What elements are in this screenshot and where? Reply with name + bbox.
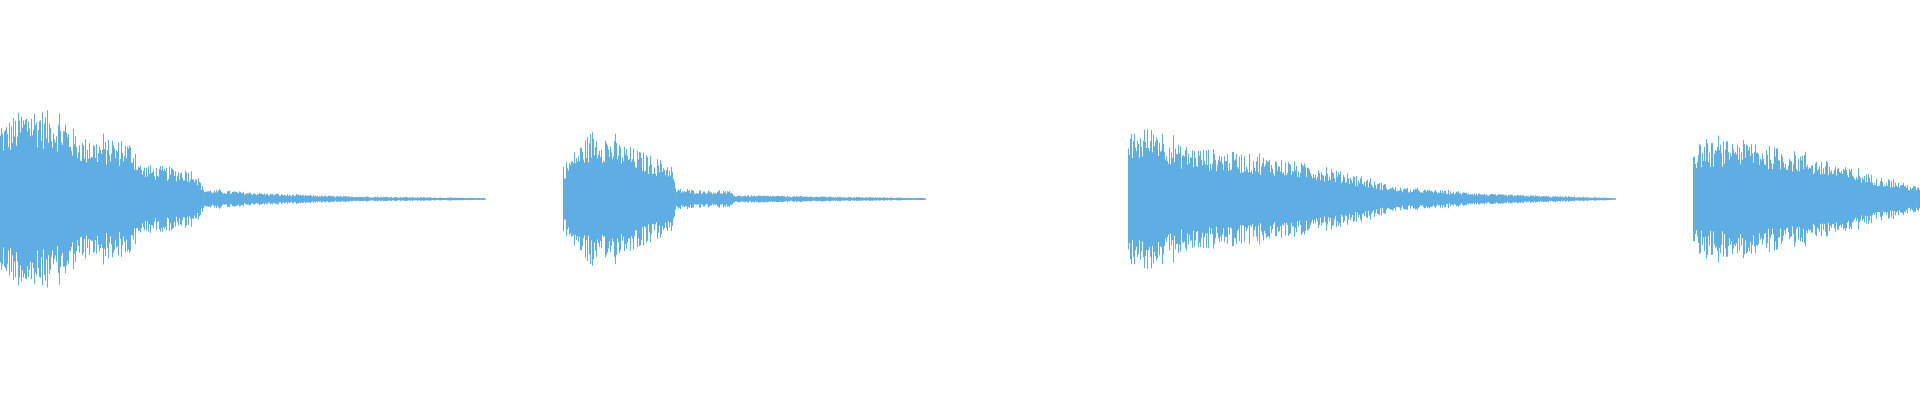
waveform-clip-2: [563, 132, 926, 266]
waveform-clips-layer: [0, 110, 1920, 288]
waveform-clip-1: [0, 110, 486, 288]
waveform-clip-4: [1693, 135, 1920, 263]
waveform-clip-3: [1128, 129, 1616, 269]
